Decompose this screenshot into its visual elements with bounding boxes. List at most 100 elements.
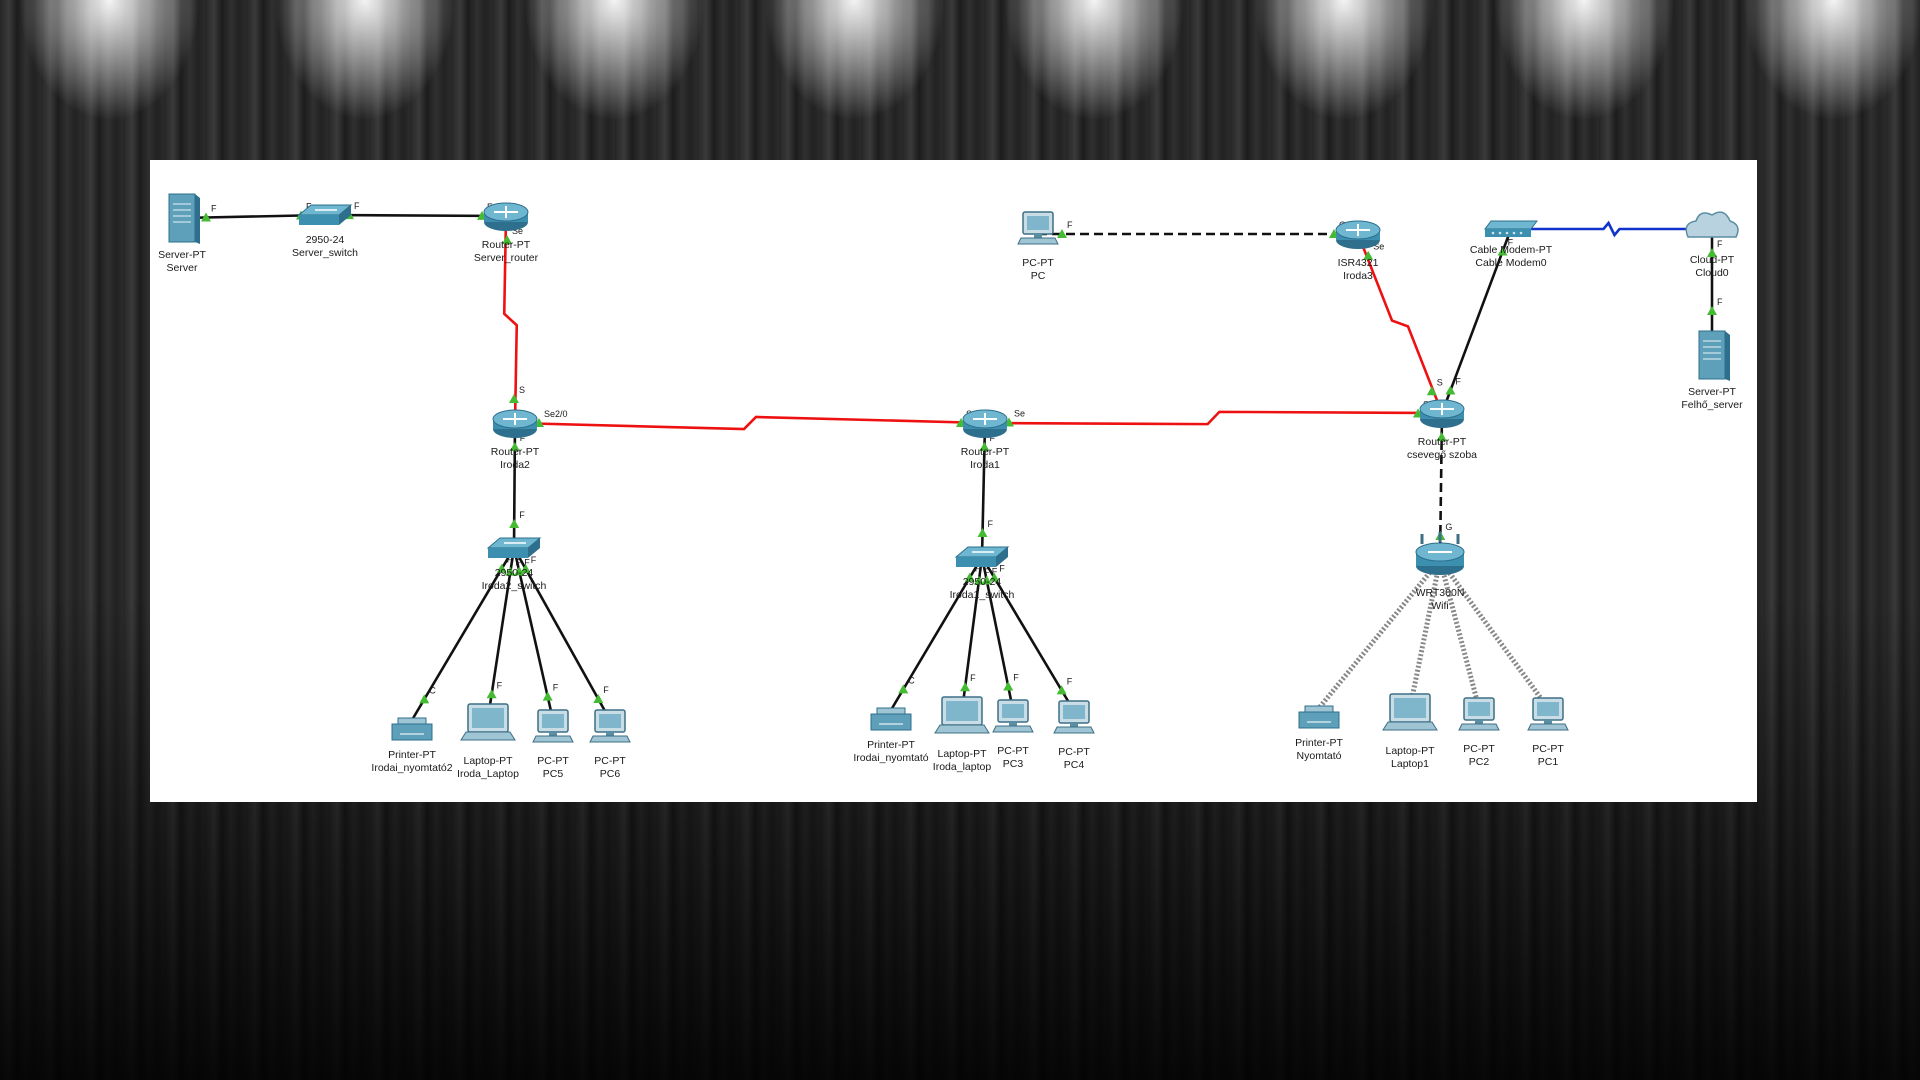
pc-icon <box>992 699 1034 733</box>
device-name-label: Felhő_server <box>1681 399 1743 411</box>
link-wifi-laptopw[interactable] <box>1407 559 1443 709</box>
device-name-label: Iroda1_switch <box>950 589 1015 601</box>
device-model-label: ISR4321 <box>1338 257 1379 269</box>
link-wifi-nyomtato[interactable] <box>1317 558 1442 710</box>
port-label: F <box>999 564 1005 574</box>
port-label: Se <box>512 226 523 236</box>
link-up-indicator <box>419 694 430 704</box>
device-model-label: 2950-24 <box>306 234 345 246</box>
link-sw1-printer1[interactable]: FC <box>889 556 984 711</box>
link-up-indicator <box>1426 386 1437 396</box>
link-sw1-laptop1[interactable]: FF <box>960 556 990 712</box>
link-iroda3-cseveg[interactable]: SeS <box>1356 233 1444 414</box>
link-iroda2-iroda1[interactable]: Se2/0Se2/0 <box>514 409 990 431</box>
switch-icon <box>486 537 542 558</box>
device-model-label: Printer-PT <box>388 749 436 761</box>
link-wifi-pc2[interactable] <box>1437 559 1482 709</box>
port-label: F <box>553 683 559 693</box>
link-up-indicator <box>505 566 516 576</box>
server-icon <box>1698 330 1730 381</box>
link-sw1-pc4[interactable]: FF <box>980 556 1076 712</box>
modem-icon <box>1484 220 1538 237</box>
device-name-label: PC6 <box>600 768 621 780</box>
link-up-indicator <box>200 212 211 222</box>
link-up-indicator <box>502 234 513 244</box>
link-sw2-printer2[interactable]: FC <box>410 547 516 721</box>
links-layer: FFFFSeSSe2/0Se2/0SeSFGSeSFFFFFFFFGFCFFFF… <box>181 201 1723 721</box>
router-icon <box>1335 220 1381 249</box>
port-label: F <box>1067 676 1073 686</box>
link-srvrouter-iroda2[interactable]: SeS <box>502 215 525 424</box>
port-label: F <box>524 557 530 567</box>
link-iroda1-cseveg[interactable]: SeS <box>984 400 1443 427</box>
link-up-indicator <box>509 441 520 451</box>
link-up-indicator <box>898 684 909 694</box>
port-label: F <box>988 519 994 529</box>
link-cloud-felhoserver[interactable]: FF <box>1707 229 1723 335</box>
device-name-label: Nyomtató <box>1297 750 1342 762</box>
printer-icon <box>391 717 433 741</box>
link-sw2-pc5[interactable]: FF <box>512 547 559 721</box>
link-up-indicator <box>973 575 984 585</box>
device-name-label: PC1 <box>1538 756 1559 768</box>
port-label: Se2/0 <box>544 409 568 419</box>
device-model-label: Server-PT <box>158 249 206 261</box>
link-iroda2-sw2[interactable]: FF <box>509 422 526 549</box>
device-name-label: PC2 <box>1469 756 1490 768</box>
device-name-label: Wifi <box>1431 600 1449 612</box>
link-cablemodem-cloud[interactable] <box>1511 220 1712 238</box>
link-cseveg-cablemodem[interactable]: FF <box>1440 228 1514 414</box>
device-name-label: PC4 <box>1064 759 1085 771</box>
port-label: F <box>1067 220 1073 230</box>
device-model-label: Printer-PT <box>1295 737 1343 749</box>
link-up-indicator <box>1363 250 1374 260</box>
device-model-label: Laptop-PT <box>937 748 987 760</box>
link-up-indicator <box>989 572 1000 582</box>
laptop-icon <box>460 703 516 741</box>
device-model-label: PC-PT <box>537 755 569 767</box>
link-pc-iroda3[interactable]: FG <box>1038 220 1358 238</box>
device-model-label: PC-PT <box>594 755 626 767</box>
link-wifi-pc1[interactable] <box>1437 558 1551 710</box>
device-name-label: Iroda2 <box>500 459 530 471</box>
device-model-label: Router-PT <box>482 239 531 251</box>
link-srvswitch-srvrouter[interactable]: FF <box>324 201 507 220</box>
link-iroda1-sw1[interactable]: FF <box>977 422 996 558</box>
device-model-label: PC-PT <box>1463 743 1495 755</box>
device-model-label: Laptop-PT <box>463 755 513 767</box>
port-label: F <box>1717 239 1723 249</box>
link-sw1-pc3[interactable]: FF <box>980 556 1019 711</box>
link-sw2-pc6[interactable]: FF <box>512 547 612 721</box>
port-label: S <box>519 385 525 395</box>
device-name-label: Server_router <box>474 252 539 264</box>
device-name-label: Cloud0 <box>1695 267 1728 279</box>
pc-icon <box>589 709 631 743</box>
port-label: F <box>1717 297 1723 307</box>
